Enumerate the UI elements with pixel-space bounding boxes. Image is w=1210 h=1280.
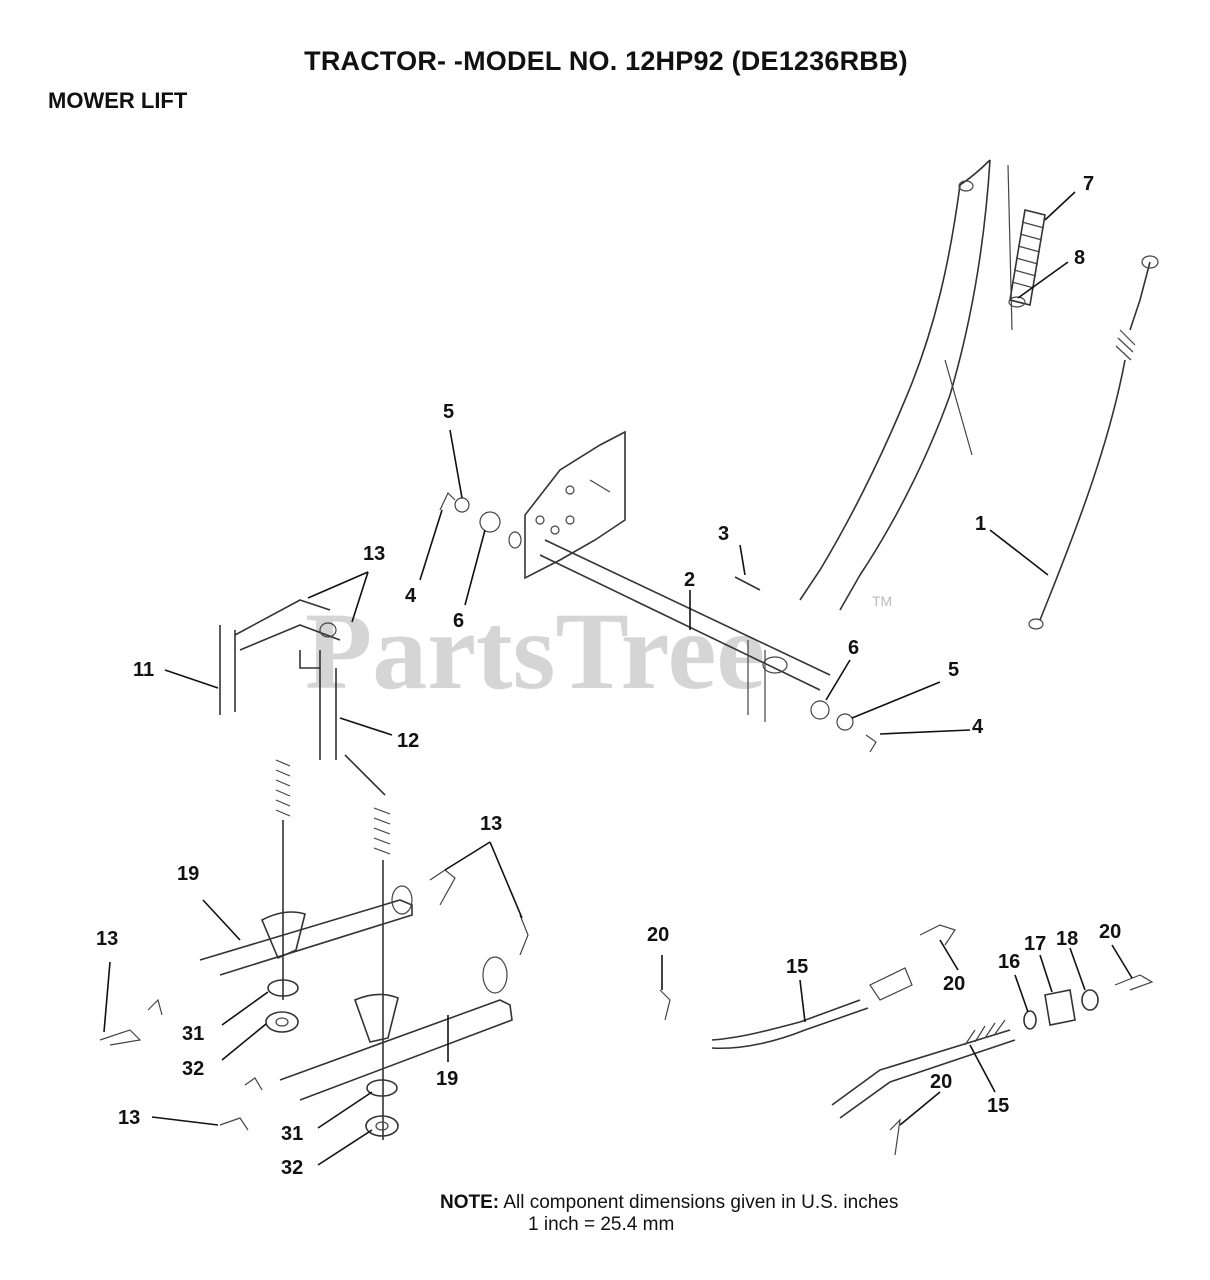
callout-2: 2 [684, 569, 695, 591]
note-line-1: All component dimensions given in U.S. i… [503, 1192, 899, 1213]
lift-shaft [539, 539, 854, 731]
handle-grip [1008, 209, 1046, 308]
mounting-bracket [524, 430, 626, 580]
callout-32-lower: 32 [281, 1157, 303, 1179]
leader-lines [103, 191, 1133, 1166]
dimension-note: NOTE: All component dimensions given in … [440, 1192, 898, 1236]
lift-arm-assembly [219, 599, 386, 796]
section-title: MOWER LIFT [48, 88, 188, 113]
callout-6-left: 6 [453, 610, 464, 632]
watermark: PartsTree [305, 590, 765, 712]
clevis-pin [734, 576, 761, 591]
callout-7: 7 [1083, 173, 1094, 195]
callout-11: 11 [133, 659, 154, 681]
left-shaft-hardware [439, 491, 522, 549]
lift-link-upper [199, 885, 413, 976]
callout-31-upper: 31 [182, 1023, 204, 1045]
callout-17: 17 [1024, 933, 1046, 955]
deck-link-rod-upper [711, 967, 913, 1050]
lift-springs [275, 759, 391, 1140]
callout-15-lower: 15 [987, 1095, 1009, 1117]
deck-link-rod-lower [831, 1019, 1016, 1119]
callout-20-right: 20 [1099, 921, 1121, 943]
lift-link-rod [1028, 255, 1159, 630]
lift-nuts [265, 979, 399, 1137]
callout-32-upper: 32 [182, 1058, 204, 1080]
callout-5-left: 5 [443, 401, 454, 423]
callout-13-top: 13 [363, 543, 385, 565]
callout-13-bottom: 13 [118, 1107, 140, 1129]
callout-1: 1 [975, 513, 986, 535]
callout-16: 16 [998, 951, 1020, 973]
watermark-trademark: TM [872, 593, 892, 609]
callout-12: 12 [397, 730, 419, 752]
callout-6-right: 6 [848, 637, 859, 659]
callout-31-lower: 31 [281, 1123, 303, 1145]
note-line-2: 1 inch = 25.4 mm [528, 1214, 675, 1235]
callout-20-bottom: 20 [930, 1071, 952, 1093]
hairpin-cotters [99, 869, 529, 1131]
callout-3: 3 [718, 523, 729, 545]
callout-8: 8 [1074, 247, 1085, 269]
callout-4-right: 4 [972, 716, 984, 738]
callout-4-left: 4 [405, 585, 417, 607]
lift-handle [799, 159, 1013, 611]
callout-13-mid: 13 [480, 813, 502, 835]
callout-19-lower: 19 [436, 1068, 458, 1090]
callout-labels: 7 8 1 3 2 5 4 6 6 5 4 13 11 12 13 19 13 … [96, 173, 1121, 1179]
callout-20-mid: 20 [943, 973, 965, 995]
note-label: NOTE: [440, 1192, 500, 1213]
callout-15-upper: 15 [786, 956, 808, 978]
callout-20-left: 20 [647, 924, 669, 946]
rod-clips [659, 924, 1154, 1156]
right-shaft-hardware [865, 734, 877, 753]
adjuster-hardware [1023, 989, 1099, 1030]
callout-13-left: 13 [96, 928, 118, 950]
callout-19-upper: 19 [177, 863, 199, 885]
callout-5-right: 5 [948, 659, 959, 681]
diagram-title: TRACTOR- -MODEL NO. 12HP92 (DE1236RBB) [304, 46, 908, 76]
lift-link-lower [279, 956, 513, 1101]
callout-18: 18 [1056, 928, 1078, 950]
